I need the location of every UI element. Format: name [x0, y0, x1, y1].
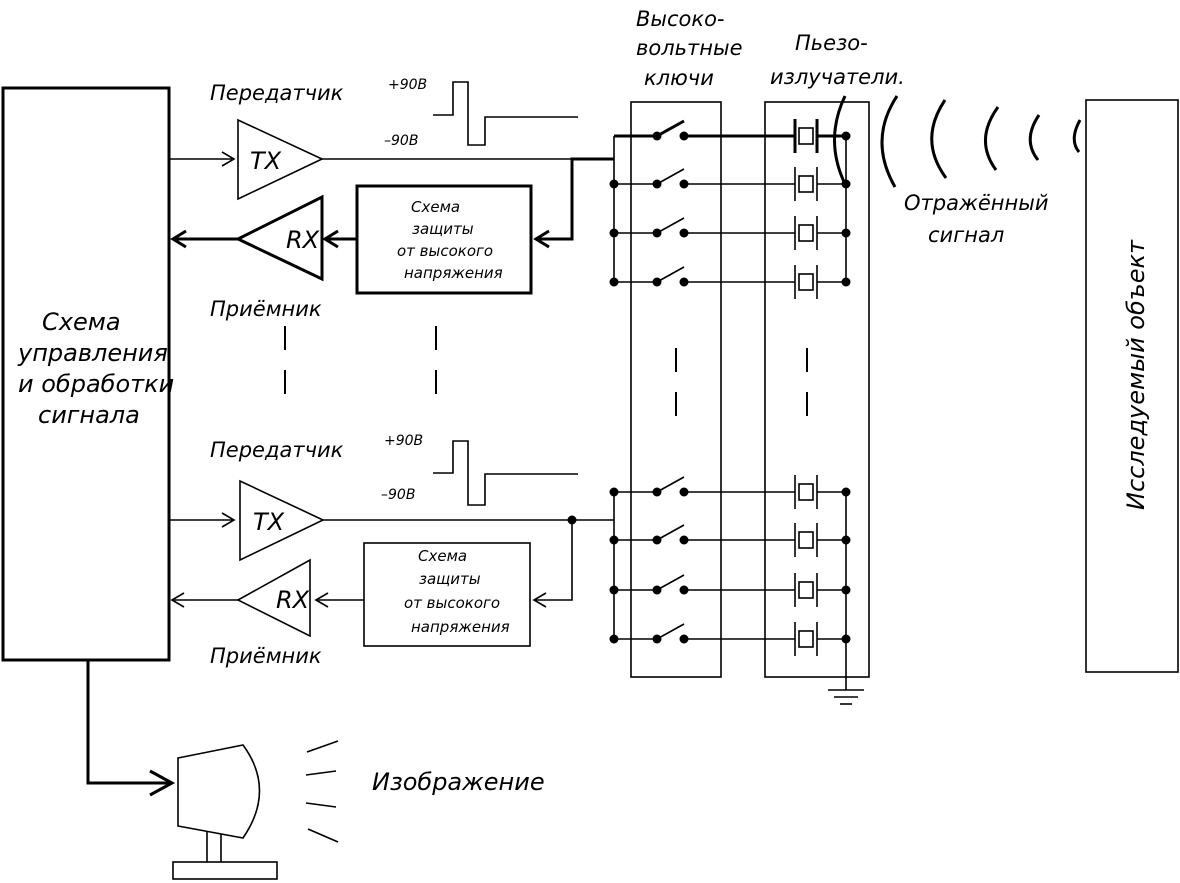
control-label-line4: сигнала — [38, 401, 140, 429]
channel-bottom: Передатчик +90В –90В TX RX Схема защиты … — [169, 433, 614, 668]
piezo-crystal — [798, 224, 814, 242]
rx-amplifier-bottom — [236, 558, 311, 638]
display-label: Изображение — [372, 768, 545, 796]
minus-voltage-bottom: –90В — [381, 487, 415, 503]
piezo-crystal — [798, 630, 814, 648]
switch-blade — [656, 574, 685, 591]
bus-lines — [613, 136, 847, 690]
pulse-waveform-bottom — [433, 440, 578, 506]
switch-blade — [656, 476, 685, 493]
control-label-line2: управления — [17, 339, 168, 367]
switch-blade — [656, 266, 685, 283]
protection-circuit-bottom — [363, 542, 531, 647]
monitor-icon — [172, 740, 339, 880]
transmitter-label-top: Передатчик — [210, 81, 344, 105]
control-label-line1: Схема — [42, 308, 121, 336]
piezo-crystal — [798, 483, 814, 501]
minus-voltage-top: –90В — [384, 133, 418, 149]
tx-text-top: TX — [250, 147, 282, 175]
switch-blade — [656, 524, 685, 541]
piezo-crystal — [798, 531, 814, 549]
transmitter-label-bottom: Передатчик — [210, 438, 344, 462]
protection-text-bottom-3: от высокого — [404, 594, 500, 612]
channel-repeat-indicators — [284, 326, 808, 436]
switches-header-line2: вольтные — [636, 36, 743, 60]
switches-header-line3: ключи — [644, 66, 714, 90]
reflected-signal-line2: сигнал — [928, 223, 1004, 247]
switch-blade — [656, 168, 685, 185]
switch-blade — [656, 623, 685, 640]
piezo-crystal — [798, 127, 814, 145]
tx-amplifier-top — [237, 118, 324, 201]
control-processing-block: Схема управления и обработки сигнала — [1, 86, 174, 662]
protection-text-bottom-2: защиты — [419, 570, 481, 588]
piezo-crystal — [798, 175, 814, 193]
protection-text-bottom-4: напряжения — [411, 618, 510, 636]
piezo-emitters-block: Пьезо- излучатели. — [764, 31, 905, 678]
tx-amplifier-bottom — [239, 479, 325, 562]
rx-text-top: RX — [286, 226, 320, 254]
receiver-label-top: Приёмник — [210, 297, 322, 321]
protection-circuit-top — [355, 184, 533, 295]
piezo-header-line2: излучатели. — [770, 65, 905, 89]
pulse-waveform-top — [433, 81, 578, 146]
protection-text-top-1: Схема — [411, 198, 460, 216]
tx-text-bottom: TX — [253, 508, 285, 536]
piezo-crystal — [798, 273, 814, 291]
plus-voltage-bottom: +90В — [384, 433, 423, 449]
protection-text-top-4: напряжения — [404, 264, 503, 282]
receiver-label-bottom: Приёмник — [210, 644, 322, 668]
reflected-signal-line1: Отражённый — [904, 191, 1049, 215]
piezo-header-line1: Пьезо- — [795, 31, 868, 55]
switch-blade — [656, 217, 685, 234]
protection-text-top-2: защиты — [412, 220, 474, 238]
ground-icon — [828, 689, 864, 705]
plus-voltage-top: +90В — [388, 77, 427, 93]
protection-text-top-3: от высокого — [397, 242, 493, 260]
object-label: Исследуемый объект — [1122, 239, 1150, 510]
protection-text-bottom-1: Схема — [418, 547, 467, 565]
control-label-line3: и обработки — [18, 370, 174, 398]
rx-text-bottom: RX — [276, 586, 310, 614]
rx-amplifier-top — [234, 194, 324, 282]
switch-rows — [609, 119, 851, 656]
high-voltage-switches-block: Высоко- вольтные ключи — [630, 7, 743, 678]
switch-blade — [656, 119, 685, 138]
emitted-waves — [833, 95, 1082, 188]
display-connection — [86, 660, 176, 797]
investigated-object: Исследуемый объект — [1085, 99, 1179, 673]
piezo-crystal — [798, 581, 814, 599]
switches-header-line1: Высоко- — [636, 7, 725, 31]
channel-top: Передатчик +90В –90В TX RX Схема защиты … — [169, 77, 614, 321]
